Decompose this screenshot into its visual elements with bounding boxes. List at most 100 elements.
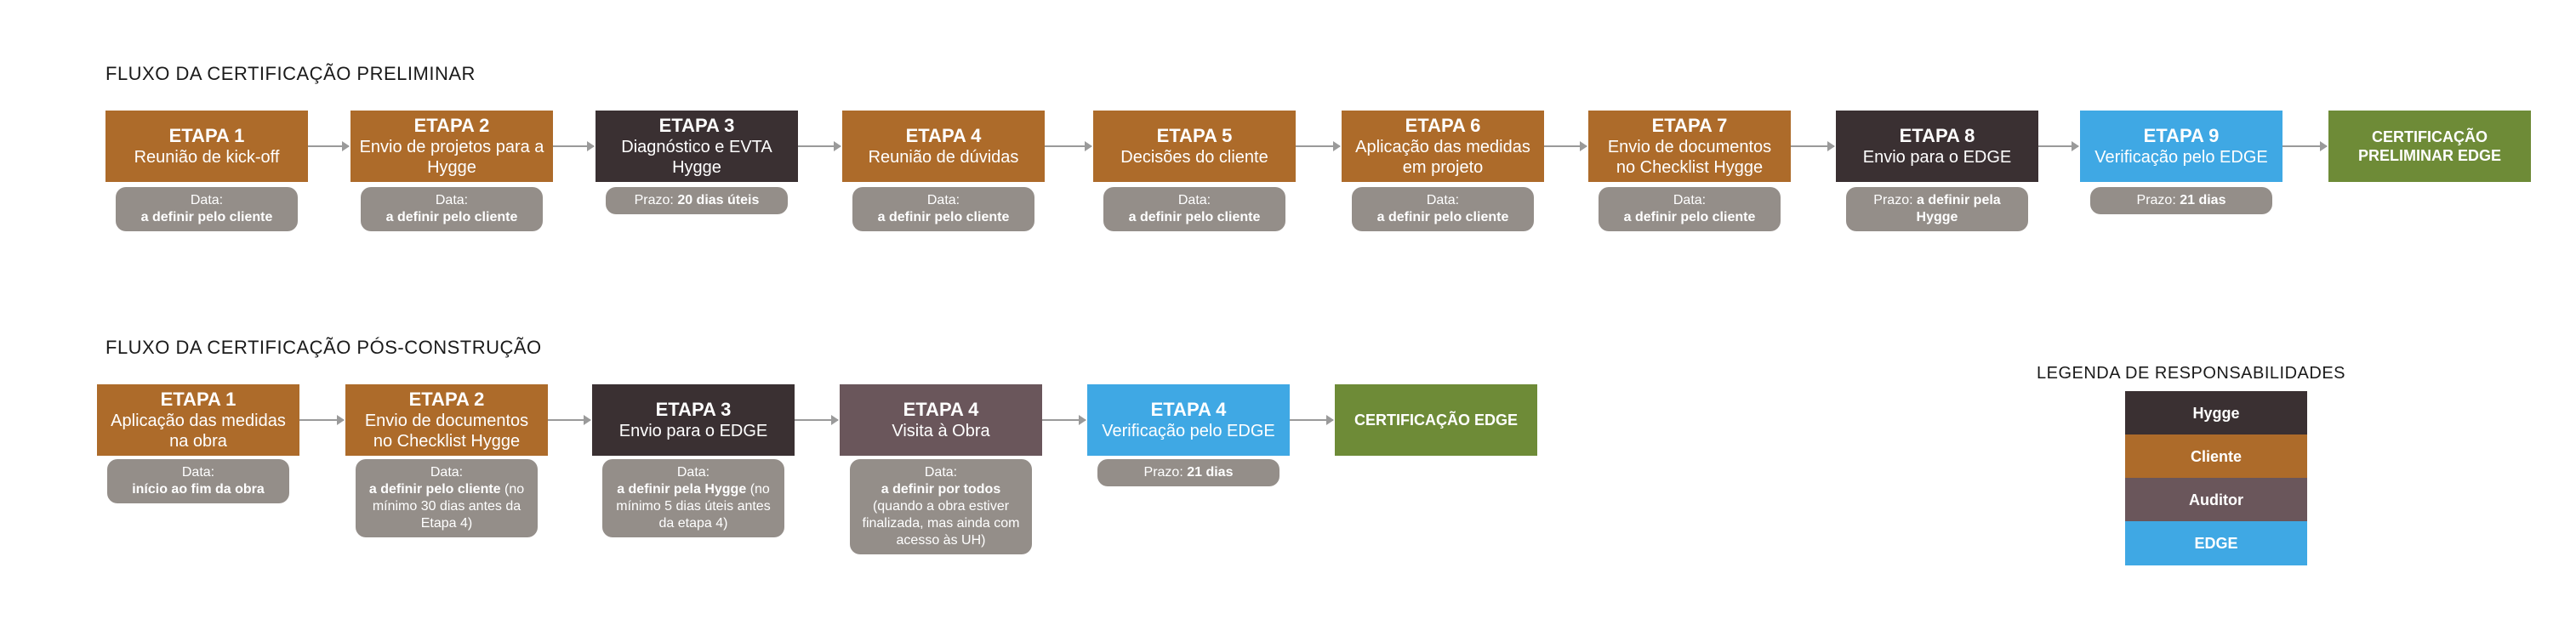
stage-title: ETAPA 3: [655, 399, 732, 420]
note-value: a definir pelo cliente: [1623, 210, 1756, 224]
note-label: Prazo:: [2136, 193, 2180, 207]
note-value: a definir pelo cliente: [1376, 210, 1509, 224]
preliminary-stage-6-note: Data: a definir pelo cliente: [1352, 187, 1534, 231]
stage-description: Visita à Obra: [892, 422, 990, 440]
stage-description: Aplicação das medidas na obra: [111, 412, 286, 451]
legend-title: LEGENDA DE RESPONSABILIDADES: [2037, 364, 2346, 383]
post-stage-5-note: Prazo: 21 dias: [1097, 459, 1279, 486]
stage-description: Reunião de kick-off: [134, 148, 280, 167]
post-arrow-3: [795, 415, 839, 425]
note-value: 21 dias: [1187, 465, 1234, 480]
stage-title: ETAPA 2: [408, 389, 485, 410]
preliminary-stage-5: ETAPA 5 Decisões do cliente: [1093, 111, 1296, 182]
preliminary-stage-9: ETAPA 9 Verificação pelo EDGE: [2080, 111, 2282, 182]
preliminary-arrow-6: [1544, 141, 1587, 151]
legend-item-hygge: Hygge: [2125, 391, 2307, 435]
note-label: Prazo:: [634, 193, 678, 207]
stage-title: ETAPA 9: [2143, 125, 2220, 146]
preliminary-arrow-7: [1791, 141, 1835, 151]
legend-item-cliente: Cliente: [2125, 434, 2307, 479]
stage-title: ETAPA 2: [413, 115, 490, 136]
note-label: Data:: [181, 465, 215, 480]
preliminary-stage-1-note: Data: a definir pelo cliente: [116, 187, 298, 231]
note-label: Data:: [926, 193, 960, 207]
note-label: Prazo:: [1873, 193, 1917, 207]
preliminary-arrow-8: [2038, 141, 2079, 151]
post-stage-3: ETAPA 3 Envio para o EDGE: [592, 384, 795, 456]
note-label: Data:: [1177, 193, 1211, 207]
legend-item-auditor: Auditor: [2125, 478, 2307, 522]
stage-description: Envio de documentos no Checklist Hygge: [364, 412, 529, 451]
post-stage-4-note: Data: a definir por todos (quando a obra…: [850, 459, 1032, 554]
stage-description: Envio de documentos no Checklist Hygge: [1607, 138, 1772, 177]
post-construction-flow-title: FLUXO DA CERTIFICAÇÃO PÓS-CONSTRUÇÃO: [105, 337, 542, 358]
post-arrow-4: [1042, 415, 1086, 425]
preliminary-stage-4: ETAPA 4 Reunião de dúvidas: [842, 111, 1045, 182]
note-value: a definir pela Hygge: [617, 482, 747, 497]
preliminary-arrow-9: [2282, 141, 2328, 151]
note-value: início ao fim da obra: [132, 482, 265, 497]
note-value: a definir pelo cliente: [1128, 210, 1261, 224]
stage-description: Diagnóstico e EVTA Hygge: [621, 138, 772, 177]
stage-title: ETAPA 4: [1150, 399, 1227, 420]
preliminary-stage-7-note: Data: a definir pelo cliente: [1599, 187, 1781, 231]
post-stage-5: ETAPA 4 Verificação pelo EDGE: [1087, 384, 1290, 456]
preliminary-stage-2-note: Data: a definir pelo cliente: [361, 187, 543, 231]
post-final-certification: CERTIFICAÇÃO EDGE: [1335, 384, 1537, 456]
stage-description: Verificação pelo EDGE: [2094, 148, 2268, 167]
preliminary-arrow-1: [308, 141, 350, 151]
preliminary-stage-5-note: Data: a definir pelo cliente: [1103, 187, 1285, 231]
post-arrow-2: [548, 415, 591, 425]
preliminary-stage-8-note: Prazo: a definir pela Hygge: [1846, 187, 2028, 231]
note-label: Data:: [924, 465, 958, 480]
note-label: Data:: [435, 193, 469, 207]
stage-description: Reunião de dúvidas: [868, 148, 1019, 167]
note-label: Data:: [1426, 193, 1460, 207]
preliminary-arrow-2: [553, 141, 595, 151]
post-arrow-1: [299, 415, 345, 425]
preliminary-flow-title: FLUXO DA CERTIFICAÇÃO PRELIMINAR: [105, 63, 476, 84]
final-label: CERTIFICAÇÃO EDGE: [1354, 412, 1518, 429]
note-value: a definir pelo cliente: [877, 210, 1010, 224]
stage-description: Envio de projetos para a Hygge: [359, 138, 544, 177]
stage-title: ETAPA 4: [903, 399, 979, 420]
stage-title: ETAPA 7: [1651, 115, 1728, 136]
stage-title: ETAPA 3: [658, 115, 735, 136]
preliminary-stage-4-note: Data: a definir pelo cliente: [852, 187, 1034, 231]
note-value: 20 dias úteis: [677, 193, 760, 207]
note-value: 21 dias: [2180, 193, 2226, 207]
note-value: a definir pelo cliente: [140, 210, 273, 224]
note-detail: (no mínimo 5 dias úteis antes da etapa 4…: [616, 482, 771, 531]
note-label: Prazo:: [1143, 465, 1188, 480]
post-stage-1-note: Data: início ao fim da obra: [107, 459, 289, 503]
post-stage-2-note: Data: a definir pelo cliente (no mínimo …: [356, 459, 538, 537]
stage-title: ETAPA 5: [1156, 125, 1233, 146]
stage-title: ETAPA 1: [160, 389, 237, 410]
final-label: CERTIFICAÇÃO PRELIMINAR EDGE: [2357, 128, 2501, 164]
note-label: Data:: [190, 193, 224, 207]
preliminary-stage-9-note: Prazo: 21 dias: [2090, 187, 2272, 214]
post-stage-3-note: Data: a definir pela Hygge (no mínimo 5 …: [602, 459, 784, 537]
stage-title: ETAPA 4: [905, 125, 982, 146]
note-value: a definir pelo cliente: [368, 482, 501, 497]
stage-description: Verificação pelo EDGE: [1102, 422, 1275, 440]
preliminary-arrow-4: [1045, 141, 1092, 151]
legend-item-edge: EDGE: [2125, 521, 2307, 565]
post-stage-4: ETAPA 4 Visita à Obra: [840, 384, 1042, 456]
stage-title: ETAPA 8: [1899, 125, 1975, 146]
preliminary-arrow-5: [1296, 141, 1341, 151]
stage-description: Aplicação das medidas em projeto: [1355, 138, 1530, 177]
post-arrow-5: [1290, 415, 1334, 425]
stage-description: Decisões do cliente: [1120, 148, 1268, 167]
stage-title: ETAPA 6: [1405, 115, 1481, 136]
note-detail: (quando a obra estiver finalizada, mas a…: [862, 499, 1020, 548]
note-label: Data:: [1673, 193, 1707, 207]
stage-description: Envio para o EDGE: [618, 422, 768, 440]
